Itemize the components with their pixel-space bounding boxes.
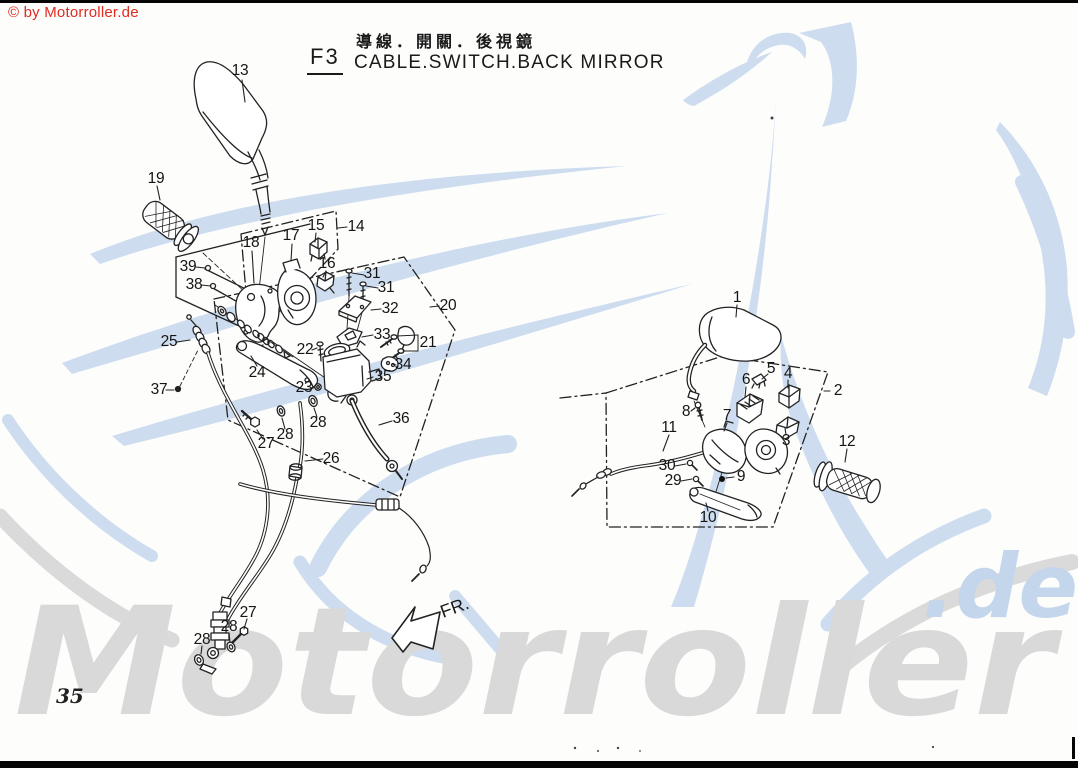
fr-direction-arrow xyxy=(391,606,441,653)
diagram-code: F3 xyxy=(307,44,343,75)
part-switch-4 xyxy=(778,384,801,409)
part-lever-24 xyxy=(235,340,319,391)
part-screw-8 xyxy=(694,401,704,421)
part-screw-22 xyxy=(316,341,324,362)
diagram-title-en: CABLE.SWITCH.BACK MIRROR xyxy=(354,52,665,73)
part-switch-5 xyxy=(751,373,767,389)
diagram-title-cjk: 導線．開關．後視鏡 xyxy=(356,34,537,51)
part-bolt-27-upper xyxy=(240,394,318,428)
scan-specks xyxy=(573,116,935,752)
leader-lines xyxy=(156,79,848,655)
cable-26 xyxy=(226,401,305,621)
scan-edge-tick xyxy=(1072,737,1075,759)
part-switch-15 xyxy=(309,237,328,262)
copyright-note: © by Motorroller.de xyxy=(8,4,139,21)
part-screws-29-30 xyxy=(686,459,725,487)
part-master-cylinder-35 xyxy=(322,340,382,406)
hose-36 xyxy=(349,398,403,480)
bird-logo-strokes xyxy=(2,175,1075,674)
cable-11 xyxy=(571,451,704,497)
part-cable-end-assembly xyxy=(193,596,249,675)
part-clamp-34 xyxy=(380,356,399,372)
watermark-text-main: Motorroller xyxy=(14,576,1063,750)
part-switch-6 xyxy=(736,393,764,424)
part-housing-7 xyxy=(701,420,747,474)
part-housing-throttle-pipe xyxy=(744,428,789,475)
page-number: 35 xyxy=(56,684,84,708)
cable-25 xyxy=(174,314,270,615)
part-washer-stack xyxy=(217,305,291,359)
part-lever-10 xyxy=(689,486,762,522)
part-grip-right xyxy=(813,461,881,504)
scan-edge-top xyxy=(0,0,1078,3)
part-grip-left xyxy=(142,200,200,252)
watermark-text-tld: .de xyxy=(922,535,1078,638)
fr-label: FR. xyxy=(438,593,472,622)
alignment-lines xyxy=(179,236,725,499)
gray-swooshes xyxy=(0,508,1078,676)
part-mirror-left xyxy=(193,61,271,236)
part-plate-32 xyxy=(338,295,372,323)
part-mirror-right xyxy=(686,306,782,401)
scan-edge-bottom xyxy=(0,761,1078,768)
part-switch-housing-17 xyxy=(277,258,317,326)
bird-logo-watermark xyxy=(62,22,1068,607)
cable-throttle xyxy=(238,482,431,582)
